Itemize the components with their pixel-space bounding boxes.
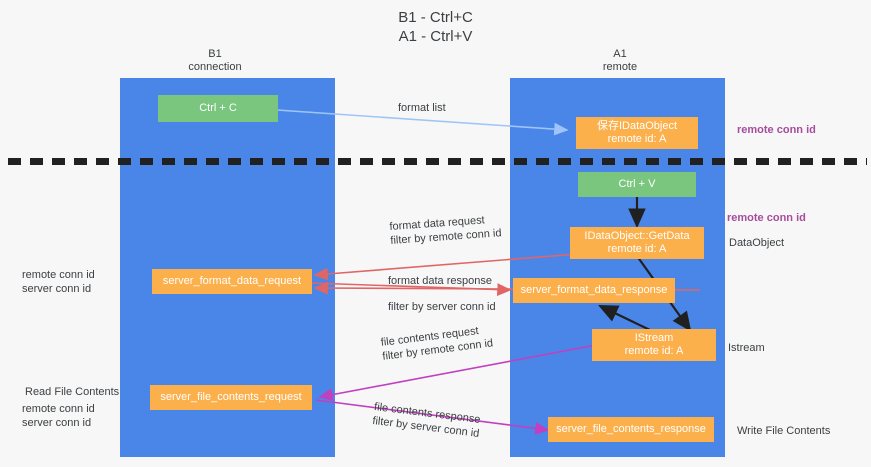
box-server-file-contents-request[interactable]: server_file_contents_request [150, 385, 312, 410]
edge-label-format-data-response: format data response [388, 275, 492, 287]
edge-label-file-contents-request-group: file contents request filter by remote c… [380, 322, 494, 363]
box-idataobject-getdata[interactable]: IDataObject::GetData remote id: A [570, 227, 704, 259]
edge-label-format-data-response-group: format data response filter by server co… [388, 274, 496, 314]
annotation-remote-conn-id-top: remote conn id [737, 124, 816, 136]
column-header-b1-subtitle: connection [188, 61, 242, 73]
filter-prefix: filter by [381, 346, 422, 363]
title-line-2: A1 - Ctrl+V [398, 28, 473, 45]
annotation-dataobject: DataObject [729, 237, 785, 249]
edge-label-format-list: format list [398, 102, 446, 114]
column-header-a1: A1 remote [555, 48, 685, 74]
diagram-title: B1 - Ctrl+C A1 - Ctrl+V [0, 8, 871, 46]
phase-separator [8, 158, 867, 165]
box-istream-line1: IStream [634, 332, 674, 344]
filter-prefix: filter by [390, 232, 430, 247]
title-line-1: B1 - Ctrl+C [398, 9, 473, 26]
filter-key-server-conn-id: server conn id [426, 301, 496, 313]
box-server-file-contents-response-label: server_file_contents_response [556, 423, 706, 435]
annotation-conn-ids-upper: remote conn id server conn id [22, 268, 95, 296]
box-istream[interactable]: IStream remote id: A [592, 329, 716, 361]
annotation-remote-conn-id-mid: remote conn id [727, 212, 806, 224]
filter-key-remote-conn-id: remote conn id [428, 227, 502, 245]
box-server-file-contents-request-label: server_file_contents_request [160, 391, 302, 403]
annotation-istream: Istream [728, 342, 765, 354]
box-server-format-data-response-label: server_format_data_response [520, 284, 668, 296]
annotation-server-conn-id-left-2: server conn id [22, 417, 92, 429]
column-header-a1-title: A1 [613, 48, 627, 60]
box-ctrl-v[interactable]: Ctrl + V [578, 172, 696, 197]
column-header-a1-subtitle: remote [602, 61, 638, 73]
column-header-b1: B1 connection [150, 48, 280, 74]
annotation-conn-ids-lower: remote conn id server conn id [22, 402, 95, 430]
box-istream-line2: remote id: A [624, 345, 684, 357]
annotation-remote-conn-id-left: remote conn id [22, 269, 95, 281]
box-save-idataobject[interactable]: 保存IDataObject remote id: A [576, 117, 698, 149]
edge-label-format-data-response-filter: filter by server conn id [388, 300, 496, 314]
box-save-idataobject-line1: 保存IDataObject [596, 120, 678, 132]
edge-label-format-data-request-group: format data request filter by remote con… [389, 212, 502, 248]
box-idataobject-getdata-line2: remote id: A [607, 243, 667, 255]
box-server-format-data-request-label: server_format_data_request [162, 275, 302, 287]
box-ctrl-c-label: Ctrl + C [199, 102, 237, 114]
box-server-format-data-request[interactable]: server_format_data_request [152, 269, 312, 294]
box-ctrl-c[interactable]: Ctrl + C [158, 95, 278, 122]
annotation-read-file-contents: Read File Contents [25, 386, 120, 398]
filter-prefix: filter by [388, 301, 427, 313]
filter-prefix: filter by [371, 414, 412, 432]
box-save-idataobject-line2: remote id: A [607, 133, 667, 145]
edge-label-file-contents-response-group: file contents response filter by server … [372, 400, 482, 441]
box-idataobject-getdata-line1: IDataObject::GetData [584, 230, 690, 242]
box-server-format-data-response[interactable]: server_format_data_response [513, 278, 675, 303]
box-ctrl-v-label: Ctrl + V [618, 178, 656, 190]
box-server-file-contents-response[interactable]: server_file_contents_response [548, 417, 714, 442]
annotation-remote-conn-id-left-2: remote conn id [22, 403, 95, 415]
annotation-write-file-contents: Write File Contents [737, 425, 831, 437]
annotation-server-conn-id-left: server conn id [22, 283, 92, 295]
column-header-b1-title: B1 [208, 48, 222, 60]
